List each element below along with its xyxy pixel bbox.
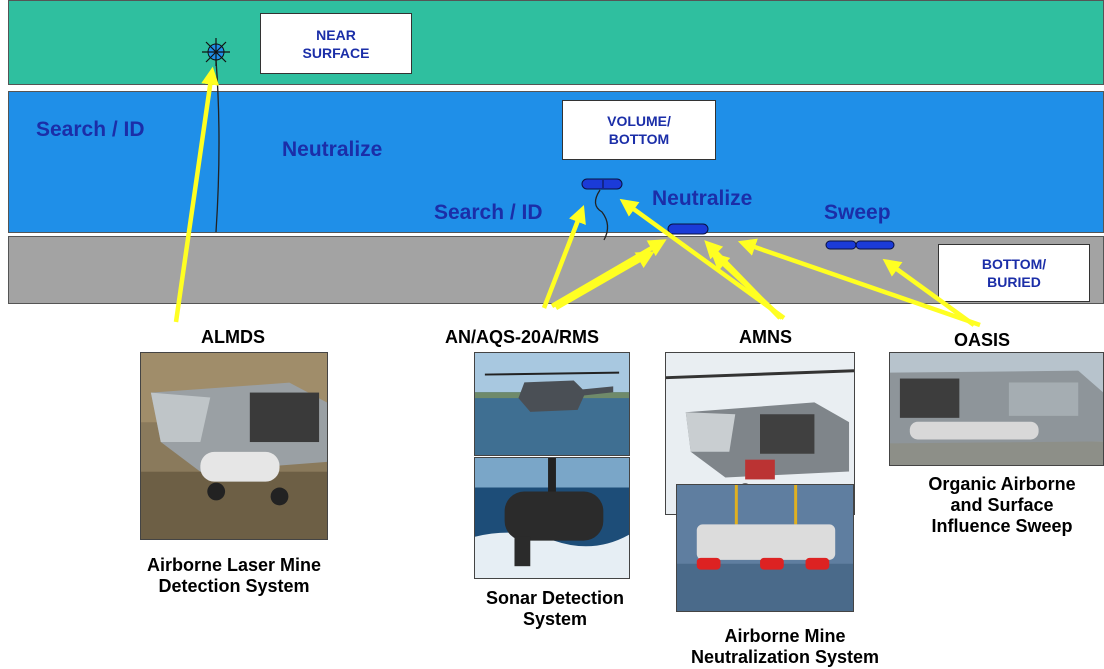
oasis-caption: Organic Airborne and Surface Influence S… [928,474,1076,536]
oasis-label: OASIS [954,330,1011,350]
sonar-towed-body-photo [474,457,630,579]
almds-caption: Airborne Laser Mine Detection System [146,555,322,596]
amns-label: AMNS [739,327,792,347]
sweep-text: Sweep [824,201,891,224]
volume-band [8,91,1104,233]
aqs20-caption: Sonar Detection System [485,588,625,629]
search-id-center-text: Search / ID [434,201,543,224]
aqs20-label: AN/AQS-20A/RMS [445,327,600,347]
volume-bottom-label: VOLUME/ BOTTOM [562,100,716,160]
near-surface-label: NEAR SURFACE [260,13,412,74]
oasis-photo [889,352,1104,466]
amns-caption: Airborne Mine Neutralization System [690,626,880,667]
almds-photo [140,352,328,540]
search-id-left-text: Search / ID [36,118,145,141]
neutralize-center-text: Neutralize [652,187,753,210]
neutralize-left-text: Neutralize [282,138,383,161]
bottom-buried-label: BOTTOM/ BURIED [938,244,1090,302]
sonar-helicopter-photo [474,352,630,456]
amns-vehicle-photo [676,484,854,612]
almds-label: ALMDS [201,327,265,347]
near-surface-band [8,0,1104,85]
